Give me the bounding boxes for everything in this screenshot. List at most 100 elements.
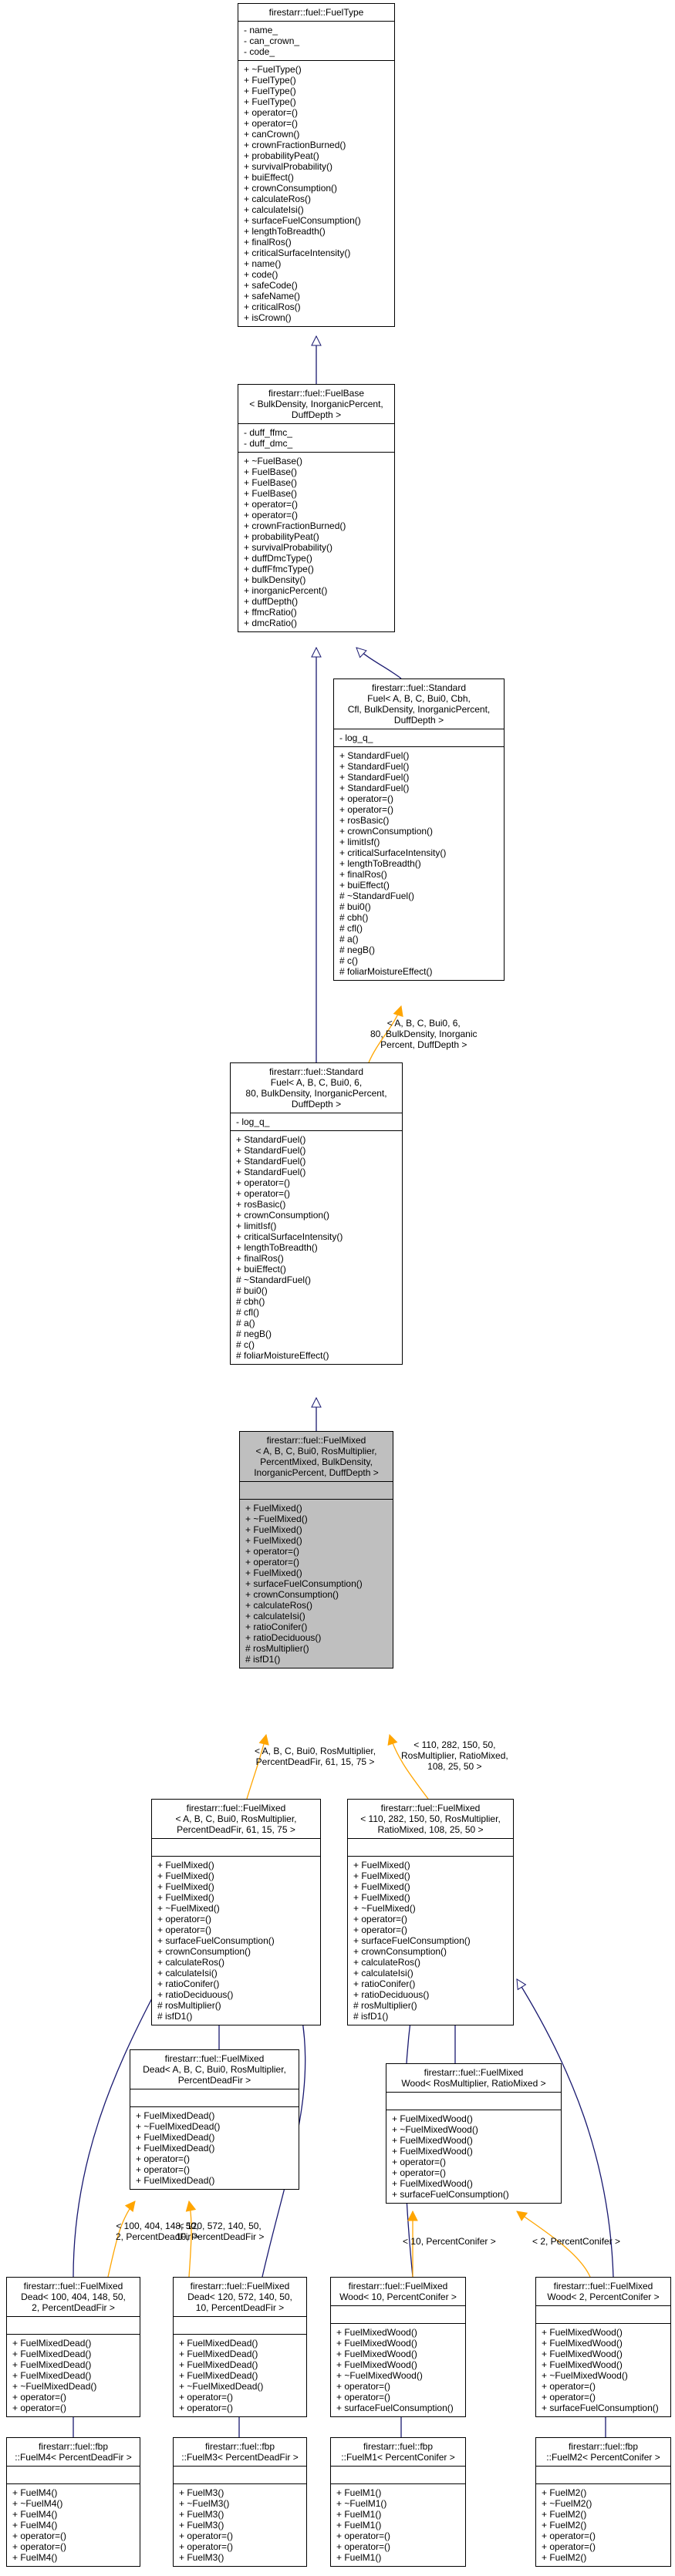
class-name-line: < A, B, C, Bui0, RosMultiplier, — [175, 1813, 297, 1824]
method: + surfaceFuelConsumption() — [336, 2403, 454, 2413]
method: + operator=() — [244, 118, 299, 129]
method: # isfD1() — [245, 1654, 281, 1665]
class-fuelmixed-ratiomixed[interactable]: firestarr::fuel::FuelMixed< 110, 282, 15… — [347, 1799, 514, 2025]
class-name: firestarr::fuel::FuelMixed< A, B, C, Bui… — [240, 1432, 393, 1481]
method: + operator=() — [12, 2541, 67, 2552]
edge-label-line: 108, 25, 50 > — [427, 1761, 482, 1772]
method: # foliarMoistureEffect() — [339, 966, 433, 977]
method: # negB() — [236, 1328, 272, 1339]
class-fbp-fuelm3[interactable]: firestarr::fuel::fbp::FuelM3< PercentDea… — [173, 2437, 307, 2567]
method: + ~FuelM3() — [179, 2498, 230, 2509]
method: + FuelM4() — [12, 2487, 58, 2498]
class-fuelmixed-percentdeadfir[interactable]: firestarr::fuel::FuelMixed< A, B, C, Bui… — [151, 1799, 321, 2025]
attributes-section — [240, 1481, 393, 1499]
class-fbp-fuelm1[interactable]: firestarr::fuel::fbp::FuelM1< PercentCon… — [330, 2437, 466, 2567]
method: + FuelMixedWood() — [336, 2338, 417, 2349]
methods-section: + FuelMixedWood()+ FuelMixedWood()+ Fuel… — [536, 2323, 670, 2416]
method: + crownConsumption() — [339, 826, 434, 837]
methods-section: + FuelM2()+ ~FuelM2()+ FuelM2()+ FuelM2(… — [536, 2483, 670, 2566]
method: + ratioConifer() — [245, 1621, 308, 1632]
method: + buiEffect() — [236, 1264, 286, 1275]
method: + duffFfmcType() — [244, 564, 314, 574]
edge-label-line: < 10, PercentConifer > — [403, 2236, 496, 2247]
method: # c() — [339, 955, 358, 966]
method: + FuelM3() — [179, 2509, 224, 2520]
method: + calculateIsi() — [245, 1611, 305, 1621]
method: + FuelMixedWood() — [336, 2327, 417, 2338]
method: + FuelMixed() — [353, 1860, 410, 1871]
method: + name() — [244, 258, 282, 269]
method: + FuelM3() — [179, 2552, 224, 2563]
method: # isfD1() — [157, 2011, 193, 2022]
attributes-section: - name_- can_crown_- code_ — [238, 21, 394, 60]
edge-label-line: < 110, 282, 150, 50, — [413, 1739, 496, 1750]
class-fbp-fuelm4[interactable]: firestarr::fuel::fbp::FuelM4< PercentDea… — [6, 2437, 140, 2567]
class-name-line: firestarr::fuel::Standard — [371, 682, 467, 693]
attributes-section — [174, 2316, 306, 2334]
methods-section: + FuelMixedDead()+ FuelMixedDead()+ Fuel… — [7, 2334, 140, 2416]
method: + FuelMixedWood() — [392, 2146, 473, 2157]
class-name-line: < A, B, C, Bui0, RosMultiplier, — [255, 1446, 377, 1456]
method: + operator=() — [542, 2541, 596, 2552]
attributes-section — [152, 1838, 320, 1856]
method: + surfaceFuelConsumption() — [542, 2403, 659, 2413]
method: + ratioDeciduous() — [157, 1989, 234, 2000]
method: + ratioConifer() — [353, 1978, 416, 1989]
method: + operator=() — [12, 2403, 67, 2413]
class-name-line: firestarr::fuel::fbp — [363, 2441, 434, 2452]
class-name-line: firestarr::fuel::FuelMixed — [348, 2281, 448, 2291]
class-fuelbase[interactable]: firestarr::fuel::FuelBase< BulkDensity, … — [238, 384, 395, 632]
method: + lengthToBreadth() — [236, 1242, 318, 1253]
method: + ~FuelMixed() — [245, 1514, 308, 1524]
edge-dead2-deadtpl — [189, 2201, 191, 2278]
method: # a() — [236, 1318, 255, 1328]
method: + FuelMixedWood() — [542, 2327, 623, 2338]
method: + operator=() — [245, 1546, 300, 1557]
method: + criticalSurfaceIntensity() — [339, 847, 447, 858]
method: + crownConsumption() — [353, 1946, 447, 1957]
method: + operator=() — [336, 2392, 391, 2403]
method: + FuelBase() — [244, 477, 298, 488]
method: + operator=() — [157, 1914, 212, 1924]
class-fuelmixed[interactable]: firestarr::fuel::FuelMixed< A, B, C, Bui… — [239, 1431, 393, 1669]
method: + ~FuelBase() — [244, 456, 303, 466]
method: + calculateRos() — [157, 1957, 225, 1968]
attribute: - duff_dmc_ — [244, 438, 293, 449]
method: + survivalProbability() — [244, 542, 333, 553]
class-name-line: firestarr::fuel::FuelMixed — [164, 2053, 265, 2064]
class-name: firestarr::fuel::FuelMixed< A, B, C, Bui… — [152, 1800, 320, 1838]
class-name-line: firestarr::fuel::fbp — [204, 2441, 275, 2452]
methods-section: + StandardFuel()+ StandardFuel()+ Standa… — [334, 746, 504, 980]
method: + FuelMixedDead() — [179, 2359, 258, 2370]
method: + FuelMixedDead() — [136, 2175, 215, 2186]
class-name-line: firestarr::fuel::FuelMixed — [190, 2281, 290, 2291]
class-fueltype[interactable]: firestarr::fuel::FuelType- name_- can_cr… — [238, 3, 395, 327]
method: + crownConsumption() — [157, 1946, 251, 1957]
method: + FuelMixed() — [245, 1503, 302, 1514]
class-name-line: DuffDepth > — [393, 715, 444, 726]
method: + operator=() — [353, 1914, 408, 1924]
method: + FuelMixedDead() — [12, 2349, 92, 2359]
method: + surfaceFuelConsumption() — [353, 1935, 471, 1946]
method: + calculateRos() — [245, 1600, 313, 1611]
edge-label-dead-120: < 120, 572, 140, 50,10, PercentDeadFir > — [176, 2221, 264, 2242]
class-name: firestarr::fuel::fbp::FuelM4< PercentDea… — [7, 2438, 140, 2466]
class-fbp-fuelm2[interactable]: firestarr::fuel::fbp::FuelM2< PercentCon… — [535, 2437, 671, 2567]
class-name-line: firestarr::fuel::FuelMixed — [553, 2281, 653, 2291]
method: + criticalSurfaceIntensity() — [244, 247, 351, 258]
attributes-section — [386, 2092, 561, 2110]
class-name-line: firestarr::fuel::FuelBase — [268, 388, 365, 399]
class-name-line: 10, PercentDeadFir > — [195, 2302, 285, 2313]
method: + operator=() — [244, 499, 299, 510]
method: + criticalRos() — [244, 301, 301, 312]
method: + operator=() — [244, 107, 299, 118]
